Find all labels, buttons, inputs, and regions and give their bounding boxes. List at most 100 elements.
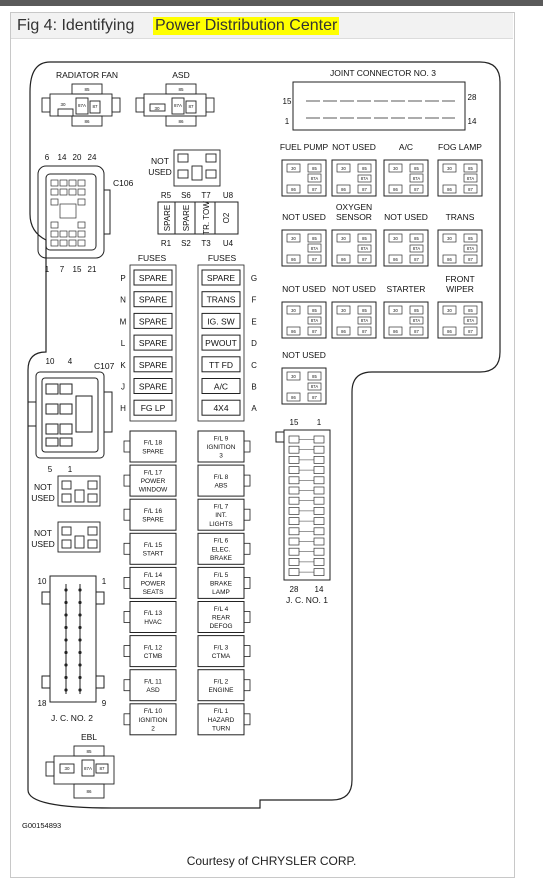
relay-body <box>383 301 429 339</box>
relay-pin-label: 87 <box>414 187 419 192</box>
fuse-box <box>133 291 173 308</box>
small-relay-block <box>157 201 239 235</box>
asd-pin-85: 85 <box>178 87 184 92</box>
relay-label: FUEL PUMP <box>280 142 329 152</box>
relay-pin-label: 85 <box>414 308 419 313</box>
relay-pin-label: 87A <box>467 318 475 323</box>
relay-pin <box>409 326 424 336</box>
fuse-link-text: LIGHTS <box>209 521 233 528</box>
jc2-pin-dot <box>64 600 68 605</box>
relay-pin <box>357 233 372 243</box>
fuse-box <box>201 334 241 351</box>
fuse-link-text: LAMP <box>212 589 230 596</box>
fuse-label: SPARE <box>207 273 236 283</box>
not-used-left-2-label-2: USED <box>31 539 55 549</box>
not-used-left-1-label-1: NOT <box>34 482 52 492</box>
relay-pin-label: 30 <box>393 166 398 171</box>
relay-label: NOT USED <box>332 284 376 294</box>
relay-pin <box>442 184 457 194</box>
relay-pin <box>286 392 301 402</box>
relay-pin-label: 86 <box>447 187 452 192</box>
fuse-link-text: F/L 18 <box>144 440 163 447</box>
relay-pin-label: 85 <box>312 166 317 171</box>
jc3-pin-15: 15 <box>283 97 292 106</box>
relay-pin <box>442 305 457 315</box>
svg-text:14: 14 <box>58 153 67 162</box>
relay-pin <box>409 305 424 315</box>
fuse-link-text: F/L 10 <box>144 708 163 715</box>
relay-pin <box>357 163 372 173</box>
svg-text:1: 1 <box>45 265 50 274</box>
fuse-letter: H <box>120 404 126 413</box>
fuse-label: IG. SW <box>207 316 234 326</box>
c106-label: C106 <box>113 178 134 188</box>
relay-pin <box>388 184 403 194</box>
jc2-connector <box>41 575 105 703</box>
fuse-label: SPARE <box>139 382 168 392</box>
relay-pin <box>336 233 351 243</box>
svg-text:R5: R5 <box>161 191 172 200</box>
jc1-pin <box>313 517 325 525</box>
relay-pin-label: 87 <box>362 187 367 192</box>
fuse-letter: G <box>251 274 257 283</box>
jc2-pin-dot <box>64 588 68 592</box>
jc2-pin-1: 1 <box>102 577 107 586</box>
jc1-pin <box>288 558 300 566</box>
relay-pin-label: 87A <box>361 246 369 251</box>
relay-pin-label: 87 <box>312 329 317 334</box>
relay-label: FOG LAMP <box>438 142 482 152</box>
jc1-pin <box>288 527 300 536</box>
fuse-label: TRANS <box>207 295 236 305</box>
relay-pin <box>286 233 301 243</box>
relay-label: STARTER <box>387 284 426 294</box>
small-relay-cell-4: O2 <box>222 212 231 223</box>
relay-pin <box>336 305 351 315</box>
fuse-link-text: SEATS <box>143 589 164 596</box>
fuse-label: A/C <box>214 382 228 392</box>
fuse-link-tab <box>243 440 251 453</box>
jc1-pin <box>288 466 300 474</box>
jc1-pin-28: 28 <box>290 585 299 594</box>
relay-pin-label: 85 <box>312 308 317 313</box>
jc1-pin <box>313 527 325 536</box>
relay-pin-label: 87A <box>413 246 421 251</box>
fuse-link-tab <box>123 679 131 692</box>
fuse-link-text: IGNITION <box>139 717 168 724</box>
asd-label: ASD <box>172 70 189 80</box>
svg-text:U8: U8 <box>223 191 234 200</box>
relay-body <box>281 229 327 267</box>
relay-pin-label: 85 <box>362 236 367 241</box>
radiator-fan-pin-87a: 87A <box>78 103 86 108</box>
jc1-pin <box>288 486 300 495</box>
small-relay-top-pins: R5 S6 T7 U8 <box>161 191 234 200</box>
figure-title-bar: Fig 4: Identifying Power Distribution Ce… <box>11 13 513 39</box>
fuse-link-text: F/L 3 <box>214 644 229 651</box>
fuse-link-text: SPARE <box>142 448 164 455</box>
relay-pin <box>463 244 478 253</box>
asd-pin-30: 30 <box>154 106 160 111</box>
not-used-left-1-label-2: USED <box>31 493 55 503</box>
relay-pin-label: 86 <box>393 187 398 192</box>
fuse-link-text: F/L 15 <box>144 542 163 549</box>
relay-pin <box>463 233 478 243</box>
jc2-pin-dot <box>64 675 68 680</box>
ebl-relay <box>45 745 115 799</box>
figure-title-highlight: Power Distribution Center <box>153 17 340 35</box>
svg-text:20: 20 <box>73 153 82 162</box>
relay-pin-label: 86 <box>291 187 296 192</box>
fuse-link-text: WINDOW <box>139 487 168 494</box>
relay-body <box>437 301 483 339</box>
small-relay-cell-1: SPARE <box>163 205 172 232</box>
relay-pin-label: 87 <box>468 187 473 192</box>
relay-pin <box>307 163 322 173</box>
relay-pin-label: 85 <box>362 166 367 171</box>
